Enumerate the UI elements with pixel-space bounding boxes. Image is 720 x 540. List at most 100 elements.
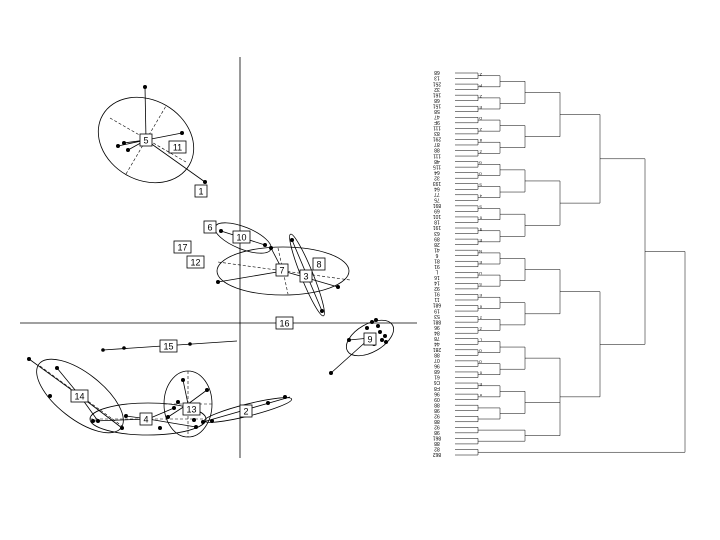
- cluster-label-9: 9: [363, 332, 377, 346]
- dendrogram-leaf-label: L: [435, 269, 438, 275]
- dendrogram-leaf-label: 69: [434, 208, 440, 214]
- dendrogram-leaf-label: 61: [434, 374, 440, 380]
- dendrogram-leaf-label: 96: [434, 363, 440, 369]
- dendrogram-node-label: Z: [479, 94, 482, 99]
- dendrogram-node-label: U: [479, 271, 482, 276]
- svg-text:14: 14: [74, 392, 84, 402]
- dendrogram-leaf-label: 88: [434, 440, 440, 446]
- dendrogram-node-label: Z: [479, 326, 482, 331]
- dendrogram-node-label: Z: [479, 149, 482, 154]
- dendrogram-leaf-label: 862: [433, 451, 442, 457]
- cluster-label-15: 15: [159, 339, 178, 353]
- dendrogram-leaf-label: 32: [434, 174, 440, 180]
- dendrogram-leaf-label: 96: [434, 324, 440, 330]
- dendrogram-node-label: L: [479, 338, 482, 343]
- dendrogram-leaf-label: 64: [434, 185, 440, 191]
- dendrogram-leaf-label: 14: [434, 280, 440, 286]
- dendrogram-leaf-label: 09: [434, 396, 440, 402]
- ellipse-cluster-9: [346, 319, 394, 357]
- dendrogram-leaf-label: 92: [434, 412, 440, 418]
- ellipse-cluster-5: [97, 96, 195, 184]
- dendrogram-leaf-label: 91: [434, 263, 440, 269]
- dendrogram-leaf-label: F8: [434, 385, 440, 391]
- ellipse-cluster-7: [216, 246, 350, 296]
- svg-text:15: 15: [163, 342, 173, 352]
- dendrogram-leaf-label: 92: [434, 424, 440, 430]
- dendrogram-leaf-label: 281: [433, 346, 442, 352]
- dendrogram-leaf-label: 83: [434, 130, 440, 136]
- dendrogram-node-label: E: [479, 105, 482, 110]
- dendrogram-leaf-label: 07: [434, 357, 440, 363]
- svg-text:11: 11: [173, 143, 182, 153]
- cluster-label-16: 16: [275, 316, 294, 330]
- dendrogram-node-label: E: [479, 293, 482, 298]
- dendrogram-leaf-label: 28: [434, 241, 440, 247]
- dendrogram-leaf-label: 291: [433, 136, 442, 142]
- svg-text:3: 3: [303, 272, 308, 282]
- dendrogram-node-label: n: [480, 393, 482, 398]
- dendrogram-node-label: O: [479, 349, 482, 354]
- dendrogram-branches: [455, 72, 686, 456]
- dendrogram-leaf-label: 92: [434, 285, 440, 291]
- dendrogram-leaf-label: 19: [434, 307, 440, 313]
- dendrogram-node-label: 4: [479, 194, 482, 199]
- svg-text:6: 6: [207, 223, 212, 233]
- dendrogram-leaf-label: 98: [434, 429, 440, 435]
- dendrogram-node-label: O: [479, 171, 482, 176]
- svg-text:9: 9: [367, 335, 372, 345]
- dendrogram-node-label: G: [479, 160, 482, 165]
- ordination-plot: 1 2 3 4 5 6 7 8 9 10 11 12 13 14 15 16 1…: [20, 57, 417, 458]
- dendrogram-leaf-label: 88: [434, 352, 440, 358]
- dendrogram-node-label: E: [479, 238, 482, 243]
- svg-text:1: 1: [198, 187, 203, 197]
- dendrogram-leaf-label: 87: [434, 141, 440, 147]
- dendrogram-leaf-label: 191: [433, 224, 442, 230]
- dendrogram-leaf-label: 861: [433, 435, 442, 441]
- dendrogram-leaf-label: 53: [434, 313, 440, 319]
- dendrogram-leaf-label: 193: [433, 180, 442, 186]
- svg-text:12: 12: [190, 258, 200, 268]
- dendrogram-leaf-label: 44: [434, 340, 440, 346]
- dendrogram-node-label: Z: [479, 72, 482, 77]
- dendrogram-node-label: 8: [479, 138, 482, 143]
- dendrogram-node-label: N: [479, 249, 482, 254]
- cluster-label-5: 5: [139, 133, 153, 147]
- cluster-label-2: 2: [239, 404, 253, 418]
- dendrogram-leaf-label: 111: [433, 125, 441, 131]
- dendrogram-leaf-label: 91: [434, 291, 440, 297]
- dendrogram-leaf-label: 11: [434, 296, 439, 302]
- dendrogram-node-label: 2: [479, 315, 482, 320]
- dendrogram-leaf-label: 82: [434, 446, 440, 452]
- dendrogram-leaf-label: 161: [433, 91, 442, 97]
- dendrogram: 6813251321616815158479F11183291878811148…: [433, 69, 686, 457]
- dendrogram-node-label: E: [479, 260, 482, 265]
- dendrogram-node-label: D: [479, 116, 482, 121]
- dendrogram-leaf-label: 111: [433, 152, 441, 158]
- dendrogram-node-label: 9: [479, 227, 482, 232]
- dendrogram-node-label: 0: [479, 216, 482, 221]
- cluster-label-6: 6: [203, 220, 217, 234]
- dendrogram-leaf-label: 68: [434, 368, 440, 374]
- svg-text:17: 17: [177, 243, 187, 253]
- dendrogram-leaf-label: 68: [434, 97, 440, 103]
- dendrogram-node-label: S: [479, 205, 482, 210]
- dendrogram-node-label: S: [479, 282, 482, 287]
- svg-text:13: 13: [186, 405, 196, 415]
- dendrogram-leaf-label: 151: [433, 102, 442, 108]
- dendrogram-leaf-labels: 6813251321616815158479F11183291878811148…: [433, 69, 442, 457]
- dendrogram-leaf-label: 58: [434, 108, 440, 114]
- dendrogram-node-label: 0: [479, 371, 482, 376]
- dendrogram-leaf-label: 63: [434, 230, 440, 236]
- cluster-label-1: 1: [194, 184, 208, 198]
- dendrogram-leaf-label: 101: [433, 213, 442, 219]
- dendrogram-leaf-label: 89: [434, 235, 440, 241]
- svg-text:8: 8: [316, 260, 321, 270]
- dendrogram-leaf-label: 64: [434, 169, 440, 175]
- dendrogram-leaf-label: 78: [434, 335, 440, 341]
- dendrogram-leaf-label: 891: [433, 202, 442, 208]
- dendrogram-leaf-label: 77: [434, 191, 440, 197]
- dendrogram-node-label: P: [479, 83, 482, 88]
- svg-text:5: 5: [143, 136, 148, 146]
- dendrogram-leaf-label: 41: [434, 246, 440, 252]
